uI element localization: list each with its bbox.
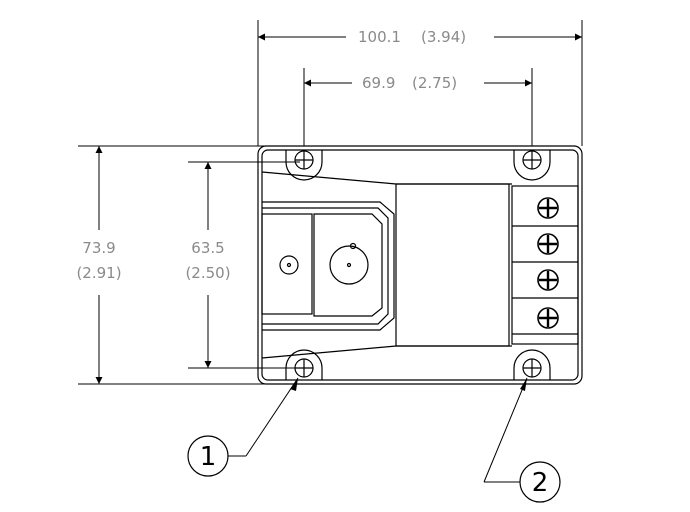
terminal-block [511, 185, 579, 345]
callout-2: 2 [483, 377, 561, 503]
overall-height-dimension: 73.9 (2.91) [76, 146, 122, 384]
terminal-screw-3 [537, 269, 559, 291]
hole-spacing-width-imperial: (2.75) [412, 74, 457, 92]
connector-housing [261, 201, 395, 331]
callout-2-number: 2 [532, 468, 549, 498]
overall-width-metric: 100.1 [358, 28, 401, 46]
callout-1: 1 [187, 377, 299, 477]
overall-height-metric: 73.9 [82, 239, 115, 257]
mounting-hole-bottom-right [513, 349, 551, 380]
callout-1-number: 1 [200, 442, 217, 472]
mounting-hole-bottom-left [285, 349, 323, 380]
device-body [257, 145, 583, 385]
terminal-screw-2 [537, 233, 559, 255]
mounting-hole-top-right [513, 150, 551, 181]
small-connector-port [279, 255, 299, 275]
overall-width-dimension: 100.1 (3.94) [258, 28, 582, 46]
hole-spacing-height-imperial: (2.50) [185, 264, 230, 282]
hole-spacing-height-dimension: 63.5 (2.50) [185, 162, 231, 368]
terminal-screw-4 [537, 307, 559, 329]
terminal-screw-1 [537, 197, 559, 219]
mounting-hole-top-left [285, 150, 323, 181]
hole-spacing-height-metric: 63.5 [191, 239, 224, 257]
overall-height-imperial: (2.91) [76, 264, 121, 282]
overall-width-imperial: (3.94) [421, 28, 466, 46]
hole-spacing-width-dimension: 69.9 (2.75) [304, 74, 532, 92]
hole-spacing-width-metric: 69.9 [362, 74, 395, 92]
round-connector-port [329, 245, 369, 285]
